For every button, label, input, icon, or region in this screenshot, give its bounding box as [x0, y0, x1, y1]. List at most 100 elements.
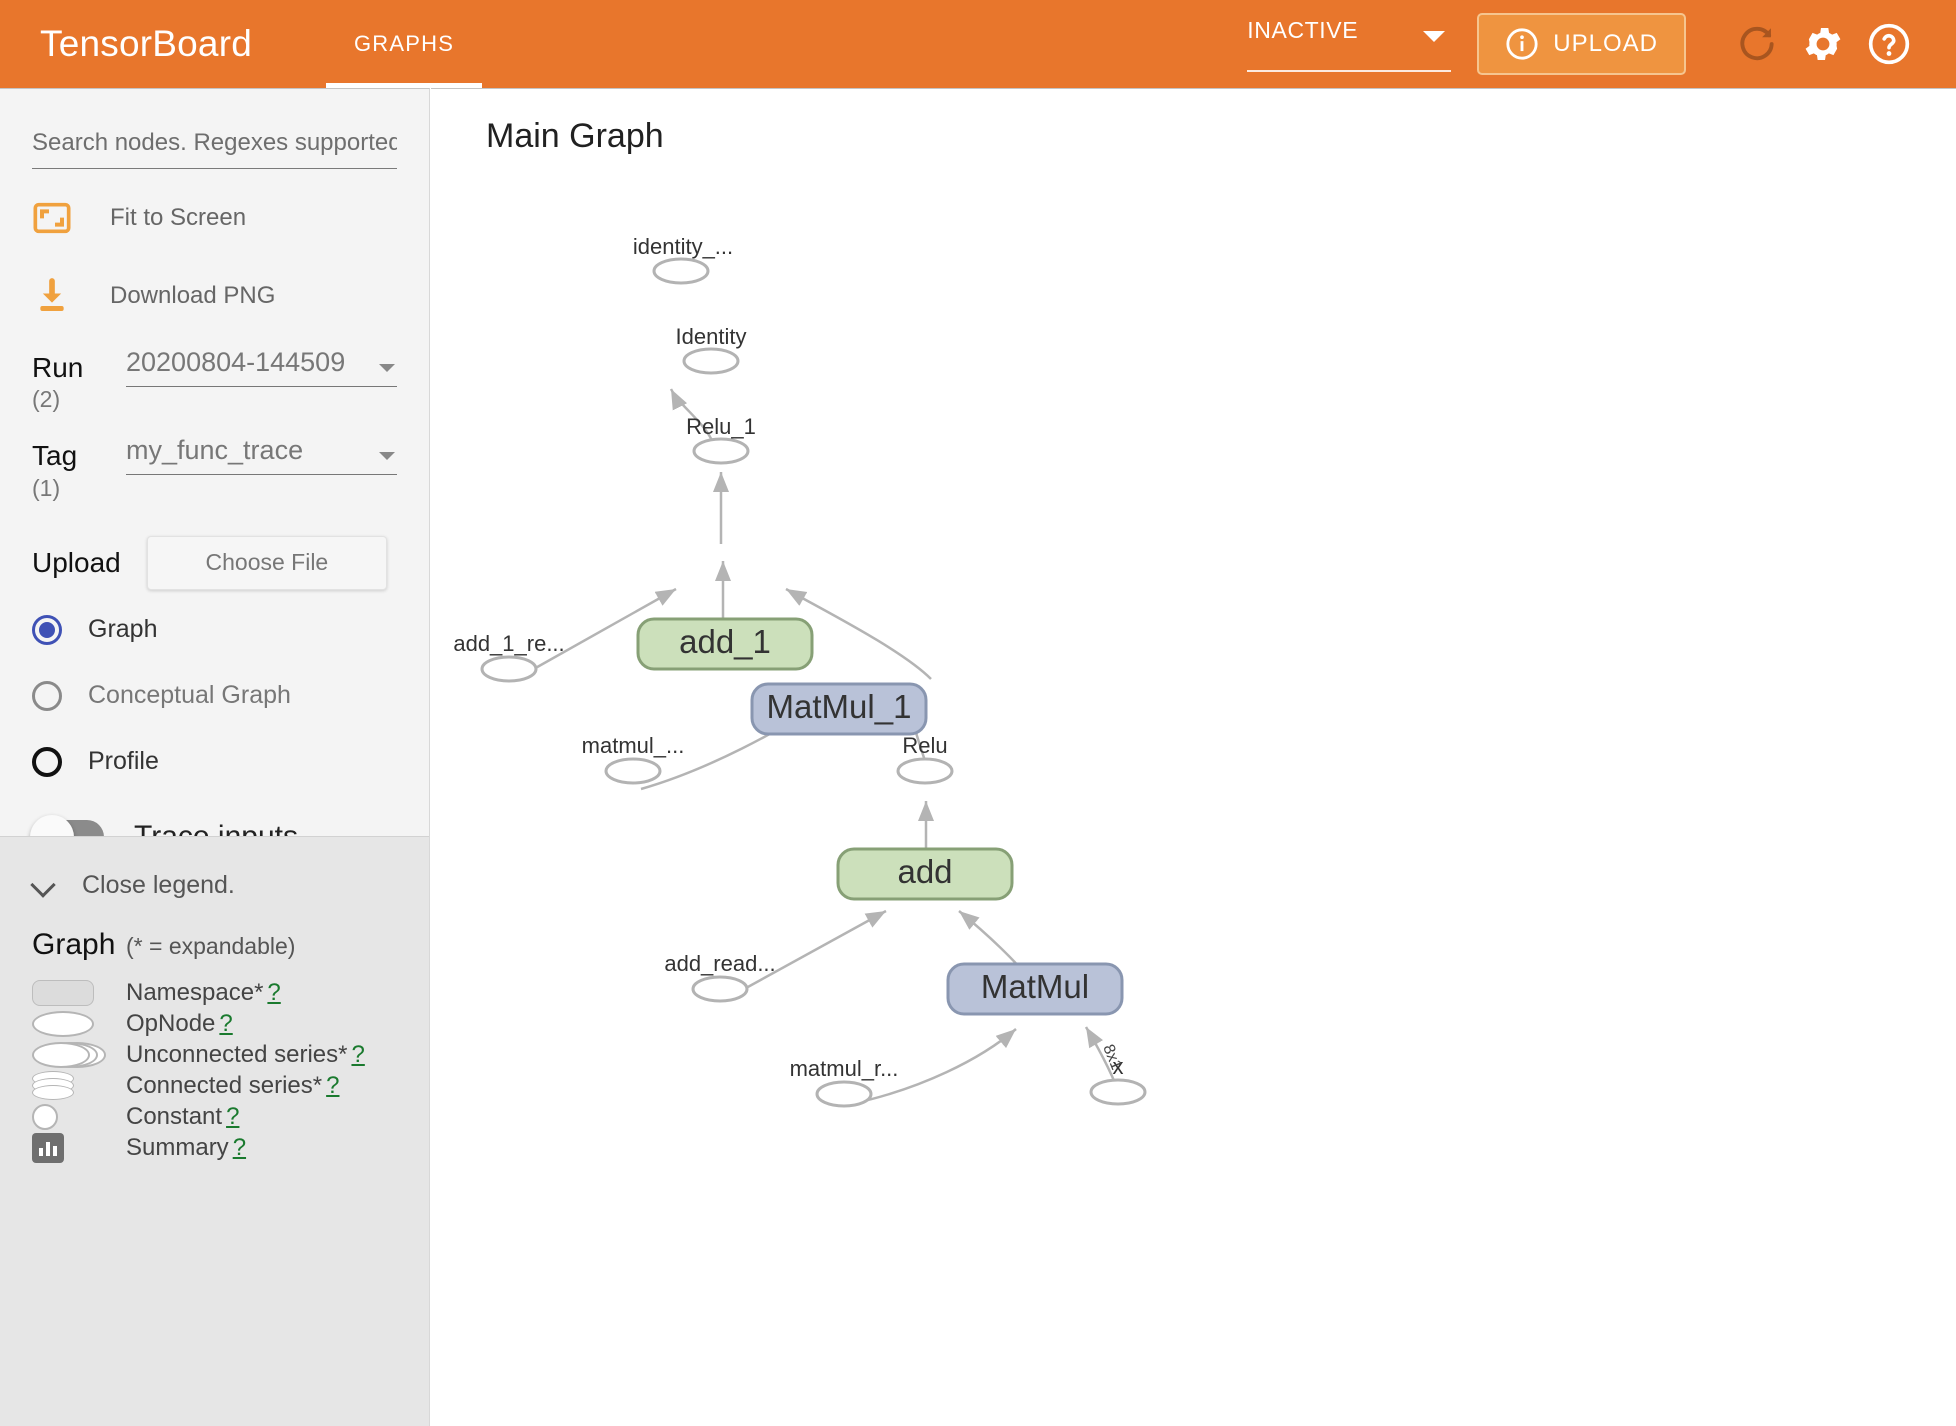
- info-icon: [1505, 27, 1539, 61]
- search-input[interactable]: [32, 129, 397, 169]
- opnode-swatch-icon: [32, 1011, 126, 1037]
- run-field: Run (2) 20200804-144509: [0, 347, 429, 413]
- legend-connected-series-label: Connected series*?: [126, 1072, 340, 1099]
- namespace-swatch-icon: [32, 980, 126, 1006]
- edge-addread-to-add: [725, 909, 887, 1001]
- node-add-label: add: [897, 853, 952, 890]
- help-link[interactable]: ?: [351, 1041, 365, 1068]
- help-link[interactable]: ?: [267, 979, 281, 1006]
- header-right-controls: INACTIVE UPLOAD: [1247, 0, 1956, 88]
- upload-button[interactable]: UPLOAD: [1477, 13, 1686, 75]
- node-identity-out-label: identity_...: [633, 234, 733, 259]
- run-status-select[interactable]: INACTIVE: [1247, 16, 1452, 72]
- chevron-down-icon: [379, 364, 395, 372]
- help-icon[interactable]: [1860, 15, 1918, 73]
- chevron-down-icon: [379, 452, 395, 461]
- radio-graph-indicator: [32, 614, 62, 645]
- fit-to-screen-button[interactable]: Fit to Screen: [0, 189, 429, 247]
- refresh-icon[interactable]: [1728, 15, 1786, 73]
- node-matmul-read-1[interactable]: matmul_...: [582, 733, 685, 785]
- tag-select[interactable]: my_func_trace: [126, 435, 397, 476]
- node-identity-label: Identity: [676, 324, 747, 349]
- legend-item-connected-series: Connected series*?: [32, 1071, 397, 1101]
- node-identity[interactable]: Identity: [676, 324, 747, 375]
- node-matmul-read[interactable]: matmul_r...: [790, 1056, 899, 1108]
- tab-graphs-label: GRAPHS: [354, 31, 455, 56]
- legend-header: Graph (* = expandable): [32, 928, 397, 962]
- chevron-down-icon: [1423, 30, 1446, 42]
- node-add[interactable]: add: [836, 847, 1014, 901]
- legend-item-opnode: OpNode?: [32, 1009, 397, 1039]
- legend-unconnected-series-label: Unconnected series*?: [126, 1041, 365, 1068]
- radio-conceptual-graph-label: Conceptual Graph: [88, 681, 291, 710]
- choose-file-button[interactable]: Choose File: [146, 535, 387, 590]
- node-relu-1-label: Relu_1: [686, 414, 756, 439]
- legend-summary-label: Summary?: [126, 1134, 247, 1161]
- close-legend-label: Close legend.: [82, 871, 235, 899]
- run-select[interactable]: 20200804-144509: [126, 347, 397, 387]
- edge-add1read-to-add1: [515, 587, 677, 681]
- graph-svg: identity_... Identity Relu_1 add_1_re...…: [453, 234, 1147, 1108]
- run-count: (2): [32, 386, 61, 413]
- radio-conceptual-graph-indicator: [32, 680, 62, 711]
- node-add-read-label: add_read...: [664, 951, 775, 976]
- node-add-read[interactable]: add_read...: [664, 951, 776, 1003]
- node-matmul[interactable]: MatMul: [946, 962, 1124, 1016]
- node-add-1-read[interactable]: add_1_re...: [453, 631, 565, 683]
- tag-field: Tag (1) my_func_trace: [0, 435, 429, 501]
- run-label-text: Run: [32, 352, 84, 383]
- constant-swatch-icon: [32, 1104, 126, 1130]
- radio-conceptual-graph[interactable]: Conceptual Graph: [0, 670, 429, 722]
- help-link[interactable]: ?: [326, 1072, 340, 1099]
- node-identity-out[interactable]: identity_...: [633, 234, 733, 285]
- node-relu-1[interactable]: Relu_1: [686, 414, 756, 465]
- tab-graphs[interactable]: GRAPHS: [326, 0, 483, 88]
- run-label: Run (2): [32, 347, 126, 413]
- node-matmul-read-1-label: matmul_...: [582, 733, 685, 758]
- node-relu[interactable]: Relu: [896, 733, 954, 785]
- nav-tabs: GRAPHS: [326, 0, 483, 88]
- upload-label: Upload: [32, 546, 121, 578]
- node-add-1[interactable]: add_1: [636, 617, 814, 671]
- help-link[interactable]: ?: [219, 1010, 233, 1037]
- help-link[interactable]: ?: [232, 1134, 247, 1161]
- legend-item-summary: Summary?: [32, 1133, 397, 1163]
- upload-field: Upload Choose File: [0, 535, 429, 590]
- legend-namespace-label: Namespace*?: [126, 979, 281, 1006]
- download-icon: [32, 276, 78, 316]
- fit-to-screen-icon: [32, 198, 78, 238]
- legend-item-constant: Constant?: [32, 1102, 397, 1132]
- node-matmul-1[interactable]: MatMul_1: [750, 682, 928, 736]
- choose-file-label: Choose File: [205, 549, 329, 576]
- node-x[interactable]: x: [1089, 1054, 1147, 1106]
- radio-profile[interactable]: Profile: [0, 736, 429, 788]
- node-add-1-label: add_1: [679, 623, 771, 660]
- tag-value: my_func_trace: [126, 435, 304, 466]
- node-relu-label: Relu: [902, 733, 947, 758]
- app-brand: TensorBoard: [40, 23, 252, 64]
- tag-count: (1): [32, 474, 61, 501]
- close-legend-button[interactable]: Close legend.: [32, 871, 397, 900]
- gear-icon[interactable]: [1794, 15, 1852, 73]
- radio-graph[interactable]: Graph: [0, 604, 429, 656]
- run-status-value: INACTIVE: [1247, 16, 1359, 43]
- node-x-label: x: [1113, 1054, 1124, 1079]
- legend-opnode-label: OpNode?: [126, 1010, 233, 1037]
- upload-button-label: UPLOAD: [1553, 30, 1658, 57]
- legend-title: Graph: [32, 928, 116, 961]
- legend-constant-label: Constant?: [126, 1103, 240, 1130]
- legend-subtitle: (* = expandable): [126, 933, 296, 959]
- download-png-button[interactable]: Download PNG: [0, 267, 429, 325]
- edge-matmulread-to-matmul: [850, 1028, 1017, 1106]
- tag-label-text: Tag: [32, 440, 78, 472]
- tag-label: Tag (1): [32, 435, 126, 501]
- connected-series-swatch-icon: [32, 1071, 126, 1101]
- app-header: TensorBoard GRAPHS INACTIVE UPLOAD: [0, 0, 1956, 88]
- graph-canvas[interactable]: Main Graph identity_...: [431, 88, 1956, 1426]
- summary-swatch-icon: [32, 1133, 126, 1163]
- sidebar: Fit to Screen Download PNG Run (2) 20200…: [0, 88, 430, 1426]
- legend-panel: Close legend. Graph (* = expandable) Nam…: [0, 836, 429, 1426]
- radio-profile-indicator: [32, 746, 62, 777]
- page-title: Main Graph: [486, 117, 664, 155]
- help-link[interactable]: ?: [226, 1103, 240, 1130]
